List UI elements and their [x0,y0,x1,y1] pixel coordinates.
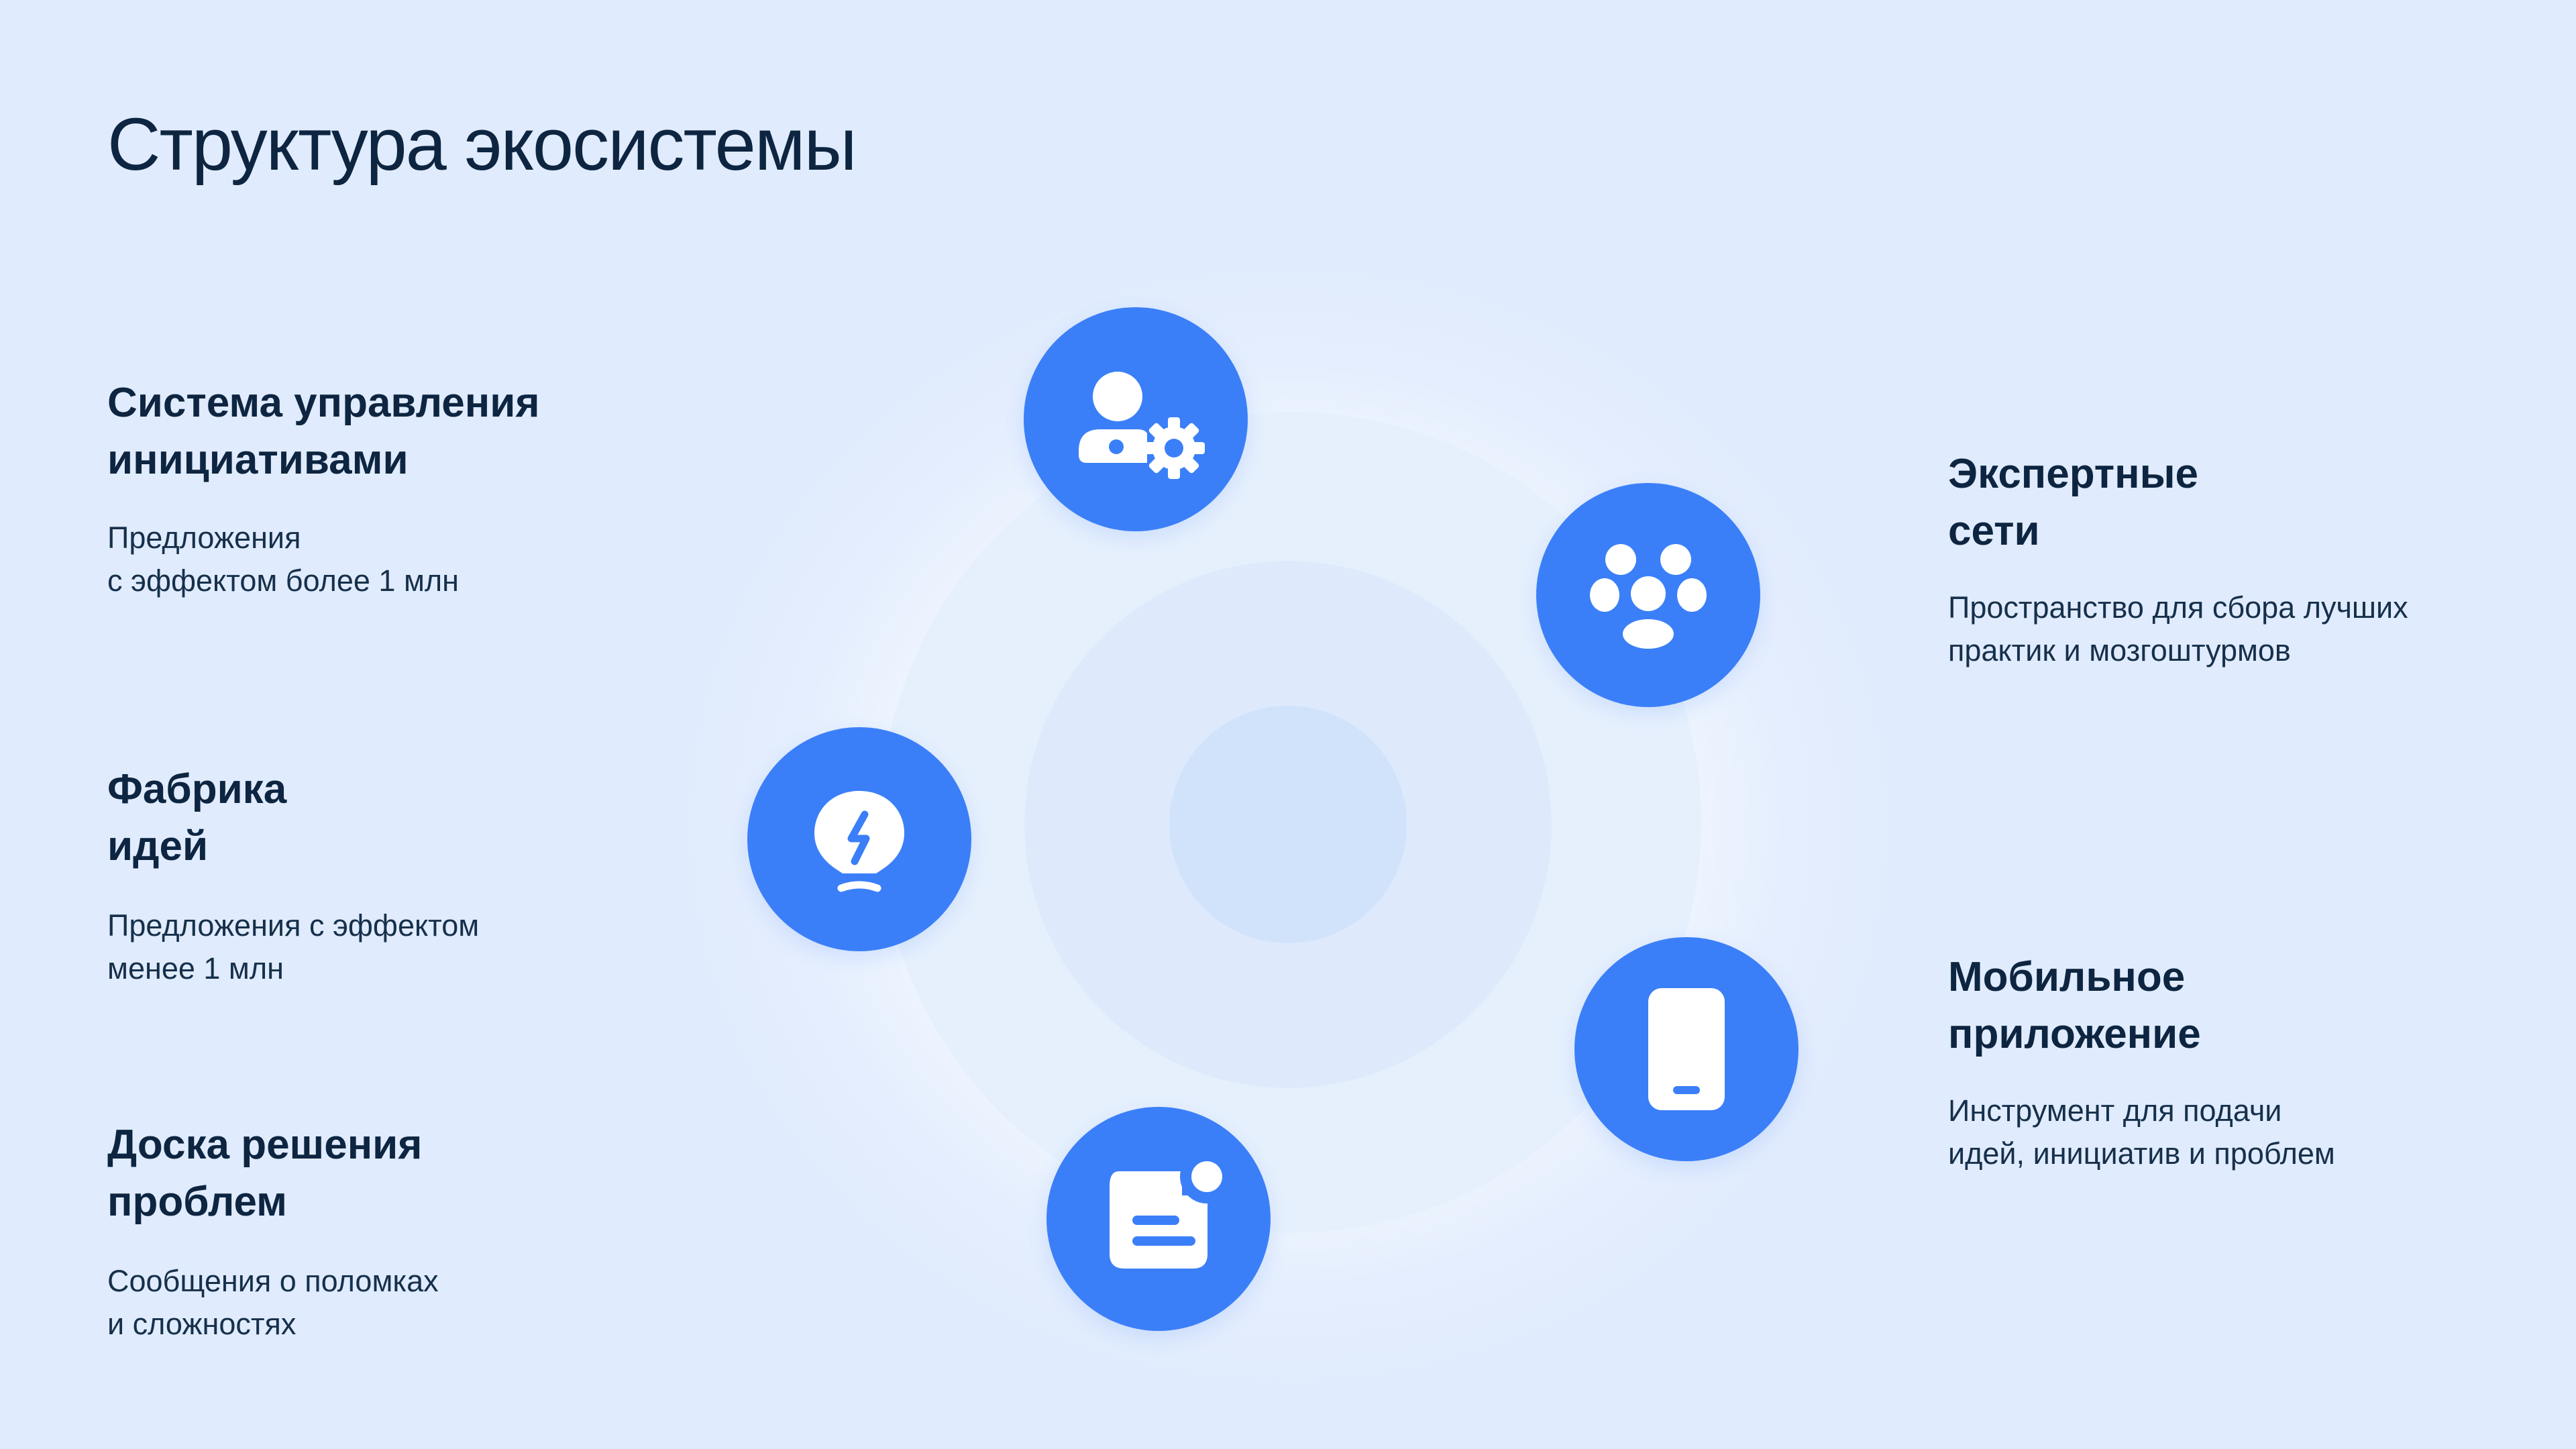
section-heading: Фабрика идей [107,766,287,869]
lightbulb-icon [814,791,904,892]
section-description: Предложения с эффектом менее 1 млн [107,908,480,985]
core-circle [1169,706,1407,943]
section-mobile-app: Мобильное приложение Инструмент для пода… [1948,949,2552,1175]
node-mobile-app [1574,937,1799,1161]
node-initiative-management [1024,307,1248,531]
section-initiative-management: Система управления инициативами Предложе… [107,374,711,602]
section-problem-board: Доска решения проблем Сообщения о поломк… [107,1116,711,1346]
section-heading: Экспертные сети [1948,451,2199,554]
section-ideas-factory: Фабрика идей Предложения с эффектом мене… [107,761,711,990]
page-title: Структура экосистемы [107,103,857,186]
section-heading: Система управления инициативами [107,380,540,483]
user-gear-icon [1079,372,1205,479]
community-icon [1590,544,1707,654]
section-description: Предложения с эффектом более 1 млн [107,521,460,598]
section-heading: Мобильное приложение [1948,954,2201,1057]
smartphone-icon [1648,988,1725,1110]
section-description: Пространство для сбора лучших практик и … [1948,590,2408,667]
node-expert-networks [1536,483,1760,707]
node-ideas-factory [747,727,971,951]
section-expert-networks: Экспертные сети Пространство для сбора л… [1948,445,2552,672]
section-description: Инструмент для подачи идей, инициатив и … [1948,1093,2335,1171]
message-notification-icon [1110,1150,1234,1269]
section-heading: Доска решения проблем [107,1122,423,1225]
node-problem-board [1046,1107,1271,1331]
section-description: Сообщения о поломках и сложностях [107,1264,439,1341]
